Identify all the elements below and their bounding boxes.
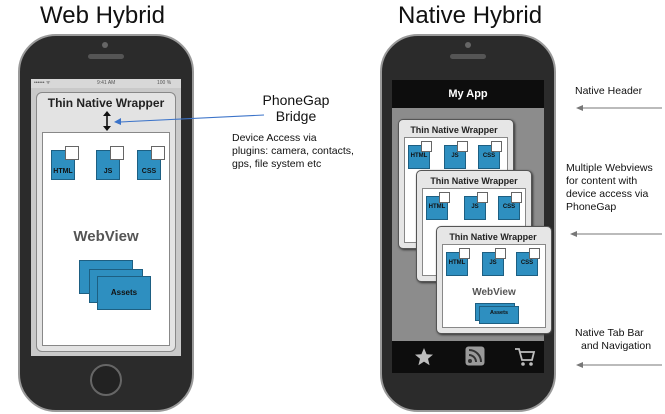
- card2-doc-label: CSS: [502, 204, 516, 210]
- arrow-native-header: [576, 105, 662, 111]
- card2-doc-label: JS: [471, 204, 479, 210]
- doc-page-icon: [439, 192, 450, 203]
- card2-wrapper-title: Thin Native Wrapper: [430, 176, 518, 186]
- card3-webview-label: WebView: [472, 287, 516, 298]
- left-assets-stack: Assets: [79, 260, 153, 312]
- rss-icon[interactable]: [465, 346, 485, 366]
- bridge-description: Device Access via plugins: camera, conta…: [232, 132, 372, 171]
- left-phone-camera: [102, 42, 108, 48]
- annotation-native-header: Native Header: [575, 85, 643, 97]
- annotation-tab-bar: Native Tab Bar and Navigation: [575, 327, 665, 353]
- cart-icon[interactable]: [514, 347, 536, 367]
- left-phone-speaker: [88, 54, 124, 59]
- left-doc-label: CSS: [141, 168, 157, 175]
- bridge-title-line2: Bridge: [275, 108, 317, 124]
- card2-doc-label: HTML: [428, 204, 446, 210]
- webviews-line3: device access via: [566, 188, 649, 200]
- card1-doc-label: HTML: [410, 153, 428, 159]
- doc-page-icon: [459, 248, 470, 259]
- left-doc-html: HTML: [51, 146, 79, 180]
- left-wrapper-title: Thin Native Wrapper: [47, 96, 165, 110]
- native-header: [392, 80, 544, 108]
- webviews-line4: PhoneGap: [566, 201, 617, 213]
- arrow-tab-bar: [576, 362, 662, 368]
- doc-page-icon: [421, 141, 432, 152]
- card3-assets: [479, 306, 519, 324]
- doc-page-icon: [457, 141, 468, 152]
- left-phone-home-button[interactable]: [90, 364, 122, 396]
- left-doc-label: HTML: [53, 168, 73, 175]
- card3-doc-label: JS: [489, 260, 497, 266]
- card3-wrapper-title: Thin Native Wrapper: [449, 232, 537, 242]
- doc-page-icon: [65, 146, 79, 160]
- star-icon[interactable]: [414, 347, 434, 367]
- bridge-title-line1: PhoneGap: [262, 92, 330, 108]
- doc-page-icon: [495, 248, 506, 259]
- annotation-multiple-webviews: Multiple Webviews for content with devic…: [566, 162, 665, 214]
- doc-page-icon: [529, 248, 540, 259]
- card3-assets-label: Assets: [489, 310, 509, 316]
- bridge-title: PhoneGap Bridge: [256, 92, 336, 124]
- doc-page-icon: [511, 192, 522, 203]
- doc-page-icon: [110, 146, 124, 160]
- bridge-desc-line3: gps, file system etc: [232, 158, 322, 170]
- tabbar-line2: and Navigation: [581, 340, 652, 352]
- bridge-arrow: [114, 114, 265, 125]
- arrow-webviews: [570, 231, 662, 237]
- bridge-double-arrow-icon: [103, 111, 111, 131]
- right-phone-camera: [465, 42, 471, 48]
- card3-doc-label: HTML: [448, 260, 466, 266]
- bridge-desc-line2: plugins: camera, contacts,: [232, 145, 354, 157]
- status-time: 9:41 AM: [97, 80, 116, 86]
- left-doc-label: JS: [103, 168, 113, 175]
- left-webview-label: WebView: [73, 228, 139, 245]
- native-hybrid-title: Native Hybrid: [398, 2, 543, 29]
- card1-doc-label: JS: [451, 153, 459, 159]
- web-hybrid-title: Web Hybrid: [40, 2, 165, 29]
- left-assets-label: Assets: [110, 288, 138, 297]
- tabbar-line1: Native Tab Bar: [575, 327, 644, 339]
- right-phone-speaker: [450, 54, 486, 59]
- webviews-line1: Multiple Webviews: [566, 162, 653, 174]
- card1-wrapper-title: Thin Native Wrapper: [410, 125, 498, 135]
- header-title: My App: [448, 88, 488, 100]
- doc-page-icon: [477, 192, 488, 203]
- card1-doc-label: CSS: [482, 153, 496, 159]
- left-doc-css: CSS: [137, 146, 165, 180]
- left-status-bar: •••••• ᯤ 9:41 AM 100 %: [31, 79, 181, 88]
- bridge-desc-line1: Device Access via: [232, 132, 317, 144]
- webview-card-3: Thin Native Wrapper HTML JS CSS WebView …: [436, 226, 552, 334]
- webviews-line2: for content with: [566, 175, 638, 187]
- doc-page-icon: [151, 146, 165, 160]
- card3-doc-label: CSS: [520, 260, 534, 266]
- status-carrier: •••••• ᯤ: [34, 80, 51, 86]
- doc-page-icon: [491, 141, 502, 152]
- left-doc-js: JS: [96, 146, 124, 180]
- status-battery: 100 %: [157, 80, 172, 86]
